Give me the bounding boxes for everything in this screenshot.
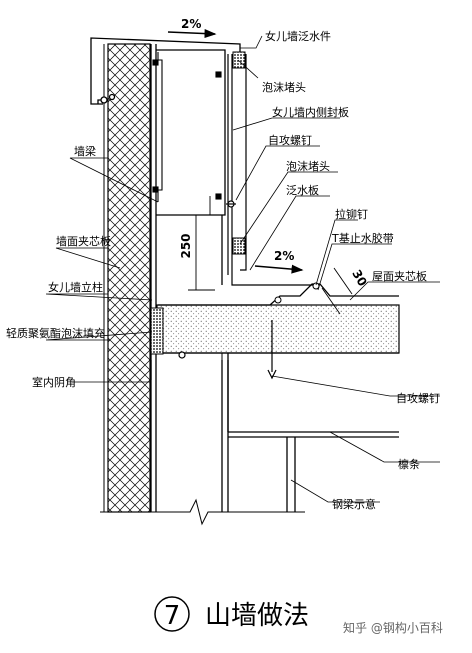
leader-lines [45,35,440,503]
label-roof-panel: 屋面夹芯板 [372,269,427,283]
label-indoor-corner: 室内阴角 [32,375,76,389]
roof-sandwich-panel [156,283,400,360]
break-line [100,498,305,526]
label-wall-panel: 墙面夹芯板 [56,234,111,248]
label-t-tape: T基止水胶带 [331,231,394,245]
label-flashing-plate: 泛水板 [286,183,319,197]
steel-beam [227,353,399,512]
label-parapet-inner-seal: 女儿墙内侧封板 [272,105,349,119]
label-steel-beam: 钢梁示意 [332,497,376,511]
label-purlin: 檩条 [398,457,420,471]
title-text: 山墙做法 [205,601,309,631]
slope-top-text: 2% [181,17,201,31]
dimension-30-text: 30 [349,267,369,288]
slope-roof-arrow [254,264,304,274]
slope-roof-text: 2% [274,249,294,263]
label-screw-top: 自攻螺钉 [268,133,312,147]
dimension-30 [321,267,353,315]
figure-title: 7 山墙做法 [154,596,309,632]
self-tapping-screw-top [226,200,236,208]
label-rivet: 拉铆钉 [335,207,368,221]
rivet [274,282,320,304]
parapet-inner-seal-plate [227,54,316,286]
label-foam-plug-mid: 泡沫堵头 [286,159,330,173]
wall-sandwich-panel [103,43,151,513]
foam-plug-top [232,51,246,69]
title-number-circle [154,596,190,632]
dimension-250-text: 250 [179,233,193,258]
watermark: 知乎 @钢构小百科 [343,620,443,635]
label-wall-beam: 墙梁 [74,144,96,158]
pu-foam-fill [150,307,164,355]
label-foam-plug-top: 泡沫堵头 [262,80,306,94]
label-pu-foam: 轻质聚氨酯泡沫填充 [6,326,105,340]
slope-top-arrow [167,29,217,39]
self-tapping-screw-bottom [267,320,277,380]
title-number: 7 [164,601,181,631]
indoor-corner-trim [150,351,186,380]
dimension-250 [188,196,215,291]
parapet-flashing-cap [90,37,241,105]
foam-plug-mid [232,237,246,255]
label-screw-bottom: 自攻螺钉 [396,391,440,405]
label-parapet-flashing: 女儿墙泛水件 [265,29,331,43]
parapet-column [150,44,229,512]
wall-beam [152,52,222,202]
label-parapet-column: 女儿墙立柱 [48,280,103,294]
